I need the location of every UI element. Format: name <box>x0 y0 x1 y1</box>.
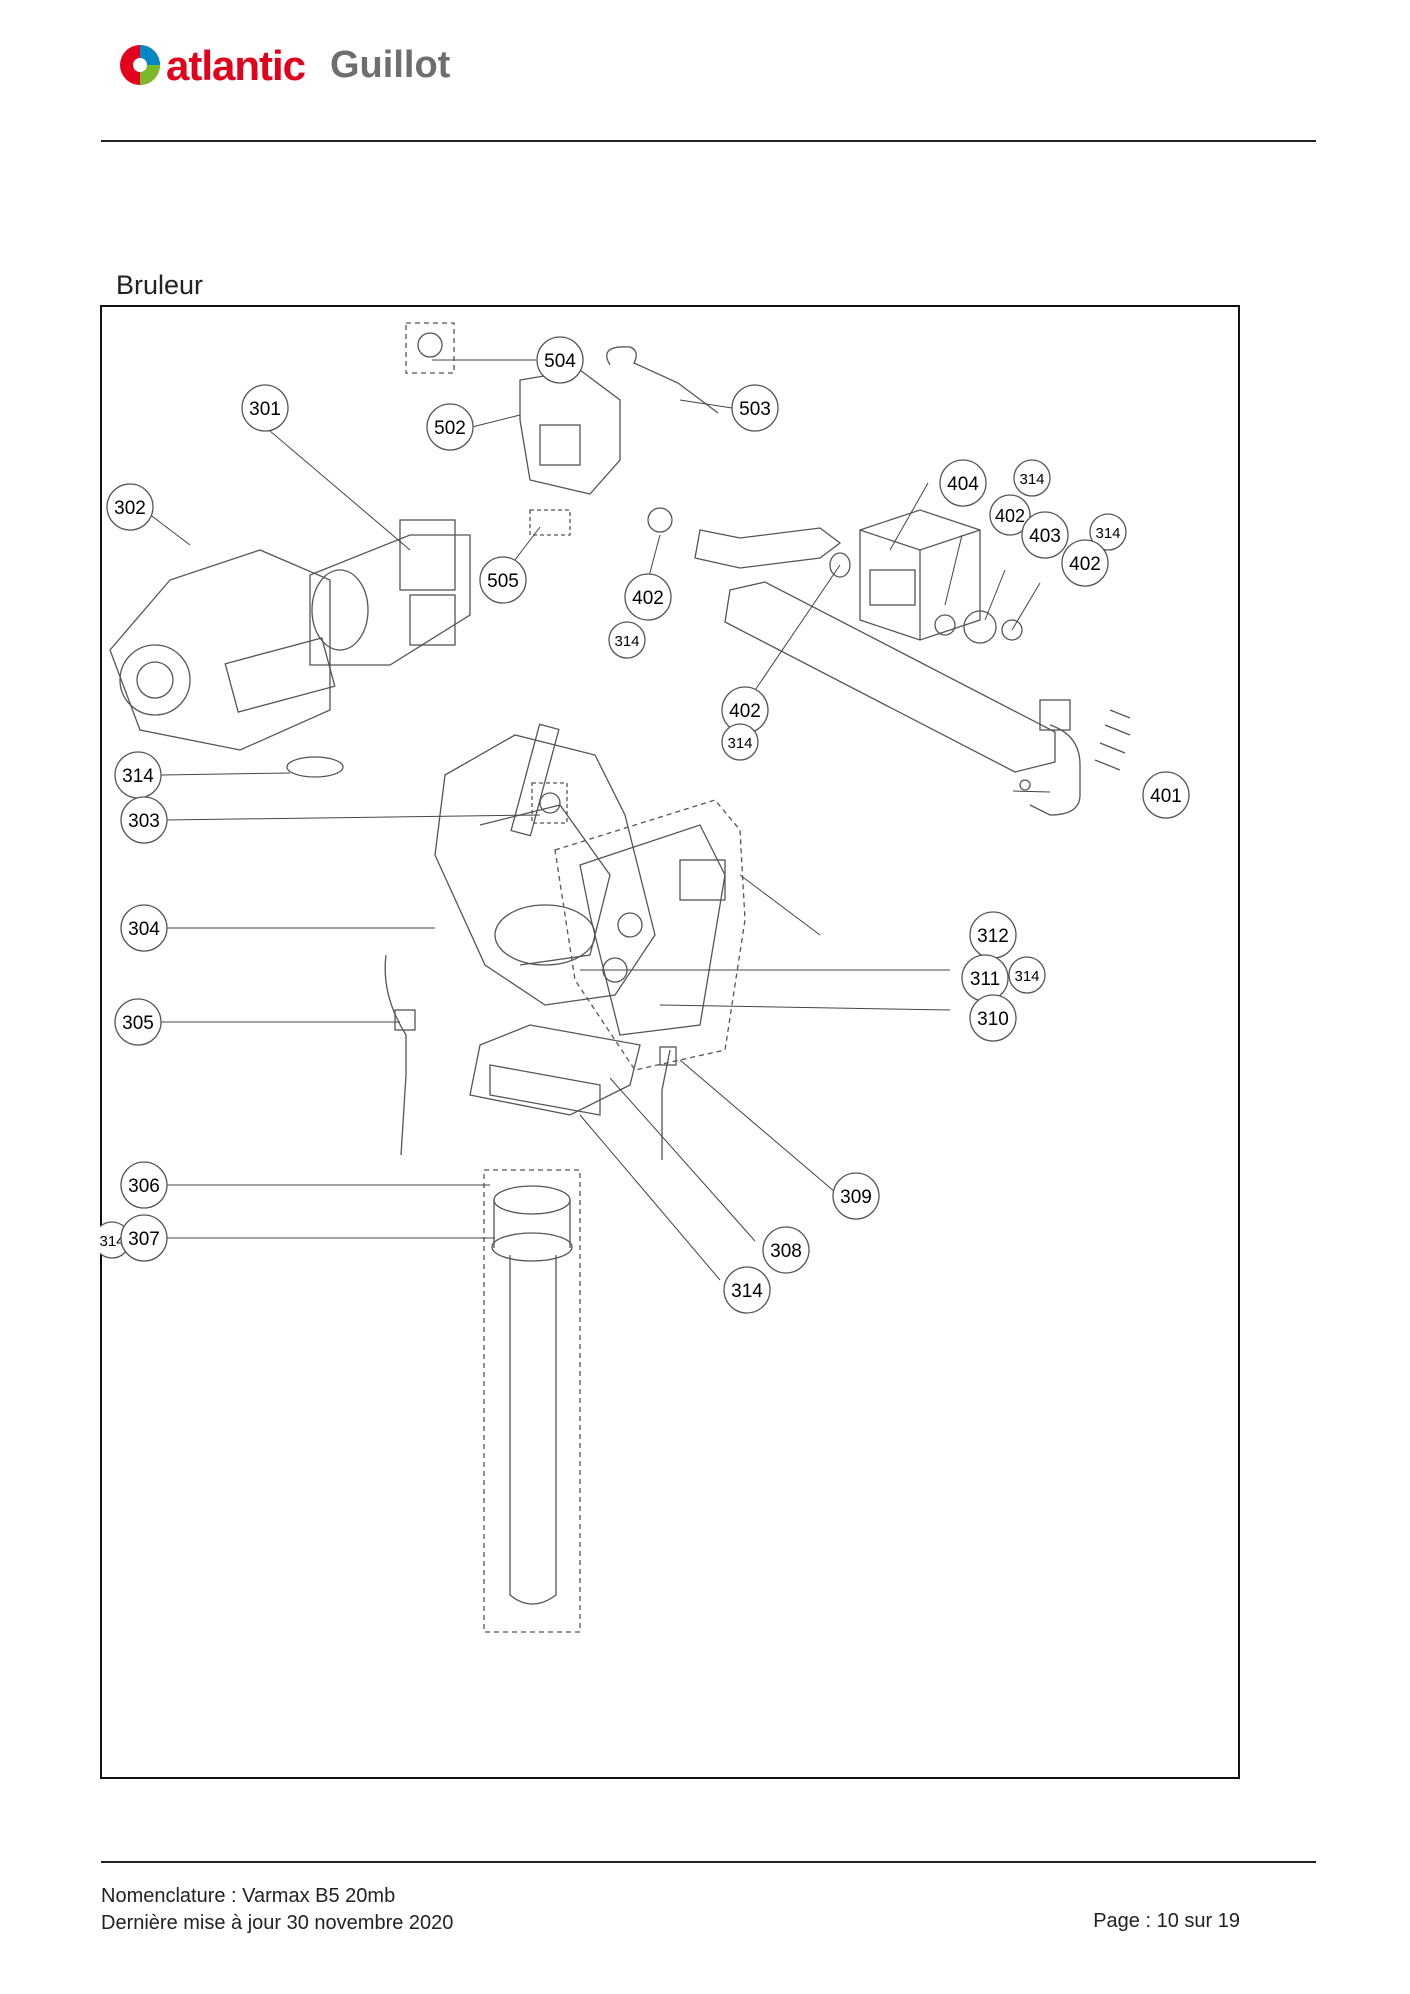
callout-314: 314 <box>1013 459 1051 497</box>
callout-403: 403 <box>1021 511 1069 559</box>
diagram-frame <box>100 305 1240 1779</box>
callout-404: 404 <box>939 459 987 507</box>
svg-text:314: 314 <box>731 1281 763 1302</box>
svg-text:306: 306 <box>128 1176 160 1197</box>
callout-301: 301 <box>241 384 289 432</box>
callout-306: 306 <box>120 1161 168 1209</box>
svg-text:304: 304 <box>128 919 160 940</box>
callout-314: 314 <box>721 723 759 761</box>
footer-nomenclature: Nomenclature : Varmax B5 20mb <box>101 1885 396 1907</box>
callout-314: 314 <box>1089 513 1127 551</box>
callout-309: 309 <box>832 1172 880 1220</box>
callout-502: 502 <box>426 403 474 451</box>
leader-lines <box>139 359 1051 1281</box>
footer-last-updated: Dernière mise à jour 30 novembre 2020 <box>101 1912 454 1934</box>
brand-logo: atlantic Guillot <box>118 40 498 100</box>
callout-302: 302 <box>106 483 154 531</box>
svg-text:404: 404 <box>947 474 979 495</box>
svg-text:314: 314 <box>1095 525 1120 542</box>
svg-text:402: 402 <box>995 506 1025 526</box>
svg-text:305: 305 <box>122 1013 154 1034</box>
callout-307: 307 <box>120 1214 168 1262</box>
header-rule <box>101 140 1316 142</box>
svg-text:307: 307 <box>128 1229 160 1250</box>
svg-text:310: 310 <box>977 1009 1009 1030</box>
svg-text:309: 309 <box>840 1187 872 1208</box>
callout-311: 311 <box>961 954 1009 1002</box>
callout-314: 314 <box>114 751 162 799</box>
svg-text:314: 314 <box>122 766 154 787</box>
callout-505: 505 <box>479 556 527 604</box>
svg-text:403: 403 <box>1029 526 1061 547</box>
callout-402: 402 <box>624 573 672 621</box>
svg-text:302: 302 <box>114 498 146 519</box>
svg-text:401: 401 <box>1150 786 1182 807</box>
callout-305: 305 <box>114 998 162 1046</box>
svg-text:311: 311 <box>970 969 1000 990</box>
atlantic-swirl-icon <box>120 45 160 85</box>
callout-402: 402 <box>1061 539 1109 587</box>
callout-303: 303 <box>120 796 168 844</box>
callout-402: 402 <box>989 494 1031 536</box>
svg-text:312: 312 <box>977 926 1009 947</box>
brand-secondary: Guillot <box>330 44 451 86</box>
brand-primary: atlantic <box>166 42 306 89</box>
callout-304: 304 <box>120 904 168 952</box>
callout-312: 312 <box>969 911 1017 959</box>
svg-text:505: 505 <box>487 571 519 592</box>
section-title: Bruleur <box>116 270 204 300</box>
part-drawings <box>109 322 1131 1633</box>
svg-text:504: 504 <box>544 351 576 372</box>
callout-314: 314 <box>608 621 646 659</box>
svg-text:301: 301 <box>249 399 281 420</box>
footer-info: Nomenclature : Varmax B5 20mb Dernière m… <box>101 1883 453 1937</box>
svg-text:314: 314 <box>100 1233 125 1250</box>
svg-text:503: 503 <box>739 399 771 420</box>
callout-314: 314 <box>723 1266 771 1314</box>
svg-text:402: 402 <box>632 588 664 609</box>
callout-401: 401 <box>1142 771 1190 819</box>
svg-text:402: 402 <box>1069 554 1101 575</box>
svg-text:303: 303 <box>128 811 160 832</box>
callout-308: 308 <box>762 1226 810 1274</box>
svg-text:314: 314 <box>727 735 752 752</box>
callout-310: 310 <box>969 994 1017 1042</box>
svg-text:502: 502 <box>434 418 466 439</box>
callout-504: 504 <box>536 336 584 384</box>
svg-text:314: 314 <box>614 633 639 650</box>
footer-rule <box>101 1861 1316 1863</box>
burner-exploded-diagram: 504 503 301 502 302 404 314 402 403 314 … <box>100 322 1190 1633</box>
callout-503: 503 <box>731 384 779 432</box>
callout-314: 314 <box>1008 956 1046 994</box>
svg-text:314: 314 <box>1019 471 1044 488</box>
svg-text:402: 402 <box>729 701 761 722</box>
svg-text:308: 308 <box>770 1241 802 1262</box>
svg-text:314: 314 <box>1014 968 1039 985</box>
part-callouts: 504 503 301 502 302 404 314 402 403 314 … <box>100 336 1190 1314</box>
page-number: Page : 10 sur 19 <box>1093 1910 1240 1932</box>
